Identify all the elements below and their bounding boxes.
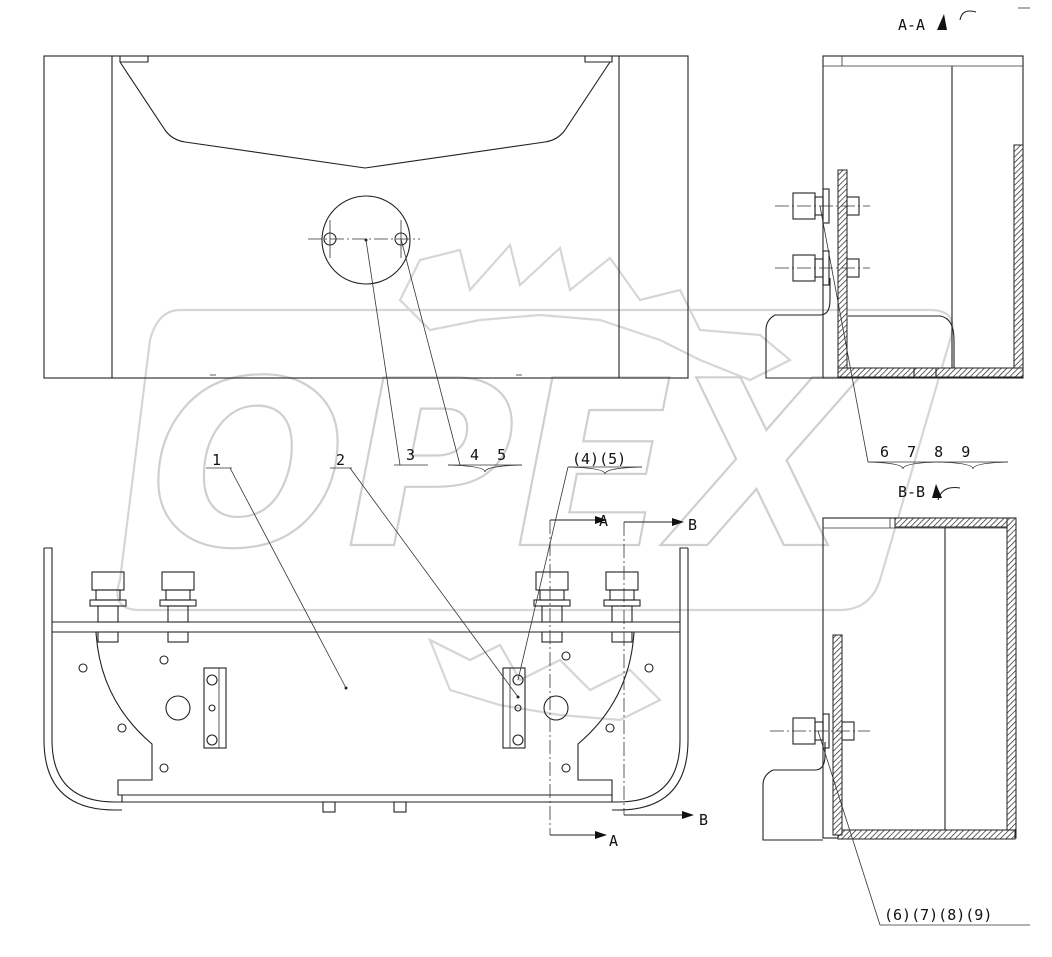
callout-4-5-paren: (4)(5) bbox=[572, 450, 626, 468]
section-bb-label: B-B bbox=[898, 483, 925, 501]
callout-6-7-8-9: 6 7 8 9 bbox=[880, 443, 970, 461]
cut-marker-a-bottom: A bbox=[609, 832, 618, 850]
watermark-gear-icon bbox=[398, 242, 792, 382]
callout-1: 1 bbox=[212, 451, 221, 469]
callout-3: 3 bbox=[406, 446, 415, 464]
cut-marker-b-bottom: B bbox=[699, 811, 708, 829]
watermark-gear-lower-icon bbox=[427, 637, 662, 722]
front-view bbox=[43, 516, 694, 839]
cut-marker-a-top: A bbox=[599, 512, 608, 530]
watermark-text: OPEX bbox=[150, 333, 860, 600]
watermark: OPEX bbox=[116, 242, 954, 722]
leaders bbox=[206, 205, 1030, 926]
cut-marker-b-top: B bbox=[688, 516, 697, 534]
section-aa bbox=[765, 7, 1030, 379]
callout-6-7-8-9-paren: (6)(7)(8)(9) bbox=[884, 906, 992, 924]
top-view bbox=[43, 55, 689, 379]
section-bb bbox=[762, 484, 1017, 841]
callout-2: 2 bbox=[336, 451, 345, 469]
bolt-group bbox=[89, 571, 641, 643]
section-aa-label: A-A bbox=[898, 16, 925, 34]
callout-4-5: 4 5 bbox=[470, 446, 506, 464]
